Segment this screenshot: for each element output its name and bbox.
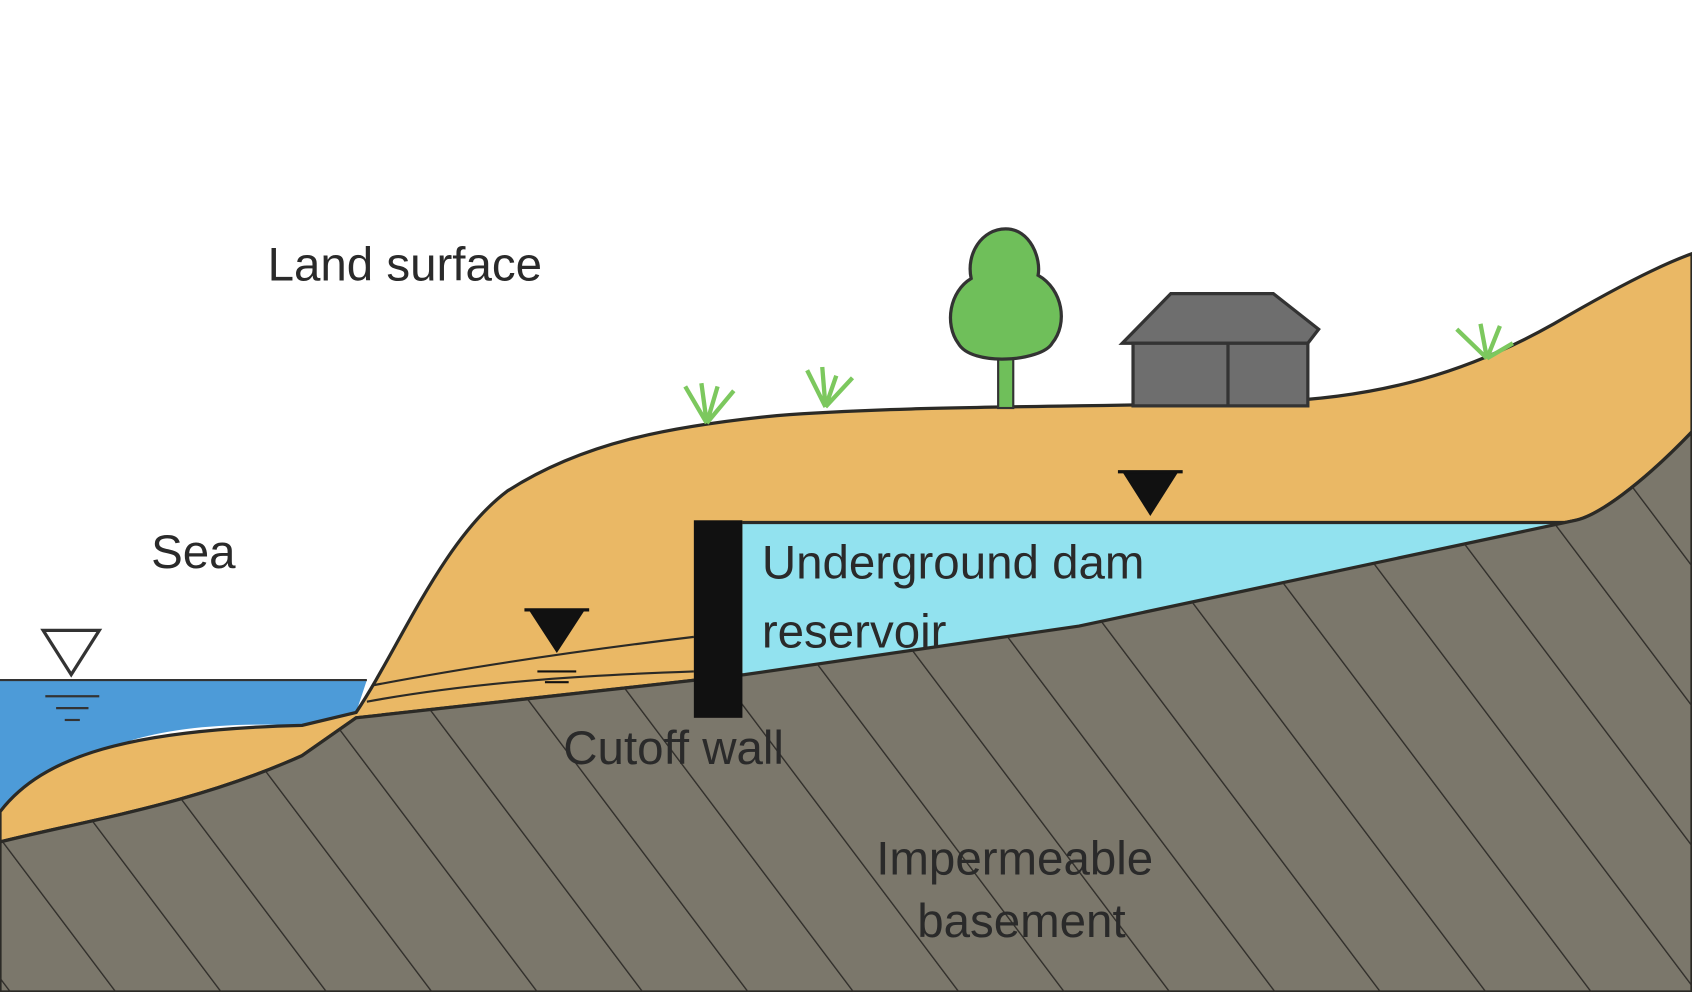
label-reservoir-line1: Underground dam [762, 537, 1145, 590]
label-basement-line1: Impermeable [876, 832, 1153, 885]
label-land-surface: Land surface [268, 239, 542, 292]
sea-level-marker-icon [40, 628, 103, 722]
water-table-marker-icon [524, 608, 590, 684]
label-sea: Sea [151, 526, 236, 579]
reservoir-water [742, 522, 1578, 675]
seepage-line [366, 670, 694, 703]
sea-water [0, 680, 367, 821]
label-basement-line2: basement [917, 895, 1125, 948]
grass-tuft-icon [1455, 323, 1514, 361]
lower-sand-outline [0, 711, 357, 813]
seepage-line [372, 635, 694, 687]
grass-tuft-icon [683, 382, 736, 425]
label-reservoir-line2: reservoir [762, 606, 947, 659]
tree-icon [948, 227, 1063, 410]
water-table-marker-icon [1117, 470, 1183, 516]
house-icon [1118, 291, 1321, 408]
label-cutoff-wall: Cutoff wall [563, 722, 784, 775]
basement-hatching [0, 431, 1692, 992]
cutoff-wall [693, 520, 743, 718]
grass-tuft-icon [805, 366, 855, 409]
